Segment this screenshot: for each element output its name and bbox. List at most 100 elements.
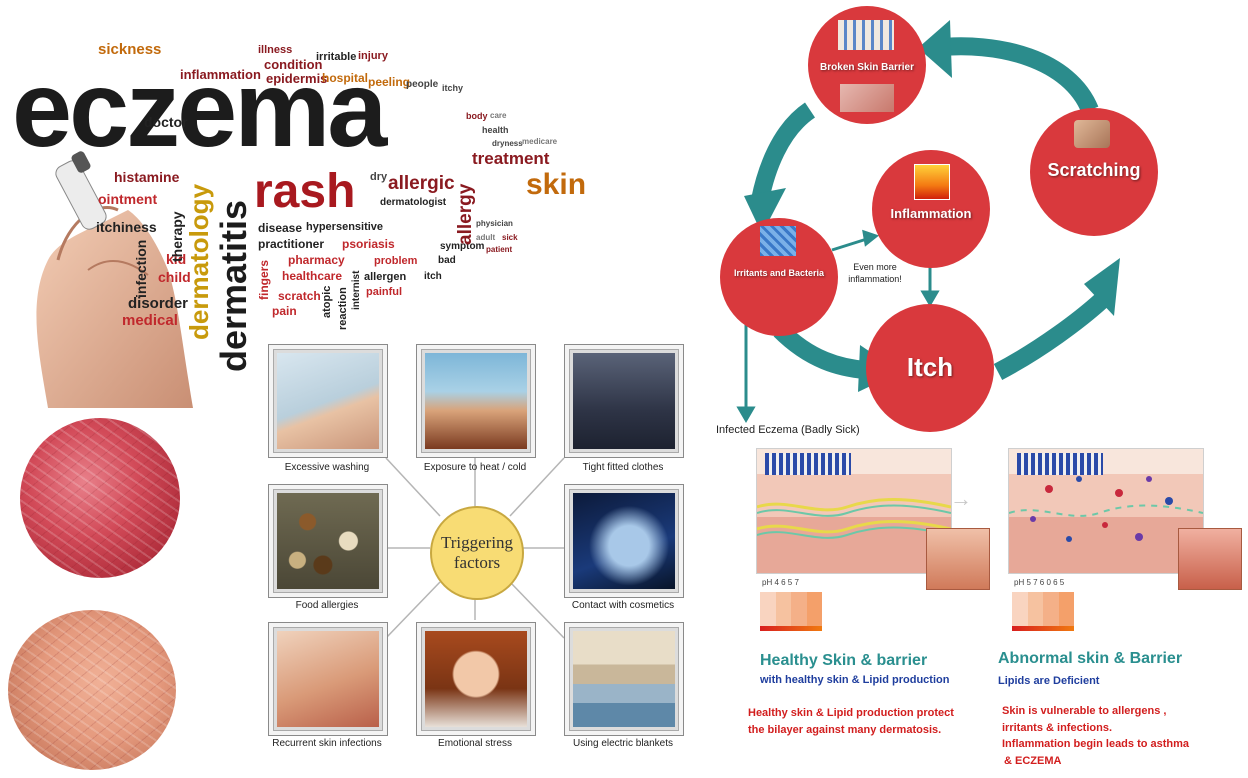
word-treatment: treatment — [472, 149, 550, 168]
word-epidermis: epidermis — [266, 71, 328, 86]
word-pain: pain — [272, 304, 297, 318]
abnormal-ph-scale — [1012, 592, 1074, 628]
cycle-irritants-bacteria: Irritants and Bacteria — [720, 218, 838, 336]
word-irritable: irritable — [316, 51, 357, 63]
word-itchiness: itchiness — [96, 219, 157, 235]
cosmetics-spray-image — [573, 493, 675, 589]
word-pharmacy: pharmacy — [288, 253, 345, 267]
word-child: child — [158, 269, 191, 285]
healthy-description: Healthy skin & Lipid production protect … — [748, 705, 954, 738]
stressed-woman-image — [425, 631, 527, 727]
word-peeling: peeling — [368, 75, 411, 89]
trigger-label-cosmetics: Contact with cosmetics — [571, 600, 675, 611]
abnormal-desc-line-2: irritants & infections. — [1002, 721, 1113, 734]
healthy-skin-block-icon — [926, 528, 990, 590]
word-skin: skin — [526, 168, 587, 201]
word-dryness: dryness — [492, 139, 523, 148]
abnormal-desc-line-1: Skin is vulnerable to allergens , — [1002, 705, 1167, 717]
hand-with-marker-image — [36, 151, 193, 408]
trigger-label-heat-cold: Exposure to heat / cold — [423, 462, 527, 473]
word-allergic: allergic — [388, 173, 455, 194]
skin-barrier-icon — [838, 20, 894, 50]
word-disorder: disorder — [128, 295, 189, 312]
word-rash: rash — [254, 165, 356, 218]
arrow-head-right — [1084, 258, 1120, 316]
beans-image — [277, 493, 379, 589]
word-healthcare: healthcare — [282, 269, 343, 283]
trigger-food-frame — [268, 484, 388, 598]
word-medicare: medicare — [522, 137, 558, 146]
trigger-label-blankets: Using electric blankets — [572, 738, 674, 749]
word-dermatology: dermatology — [184, 183, 214, 340]
word-itchy: itchy — [442, 83, 464, 93]
word-kid: kid — [166, 251, 187, 267]
healthy-ph-scale — [760, 592, 822, 628]
word-atopic: atopic — [321, 285, 333, 318]
irritants-label: Irritants and Bacteria — [733, 268, 825, 278]
word-psoriasis: psoriasis — [342, 237, 395, 251]
trigger-label-infections: Recurrent skin infections — [272, 738, 382, 749]
scratching-label: Scratching — [1047, 160, 1141, 180]
word-dermatitis: dermatitis — [213, 199, 254, 372]
word-painful: painful — [366, 286, 403, 298]
eczema-skin-closeup-image — [20, 418, 180, 578]
infected-eczema-label: Infected Eczema (Badly Sick) — [716, 424, 860, 436]
abnormal-subheading: Lipids are Deficient — [998, 675, 1100, 687]
healthy-lipid-bilayer-icon — [765, 453, 851, 475]
tight-jeans-image — [573, 353, 675, 449]
word-medical: medical — [122, 312, 178, 329]
word-condition: condition — [264, 57, 323, 72]
eczema-word-cloud: eczema sickness illness condition irrita… — [0, 0, 600, 408]
word-eczema: eczema — [12, 48, 387, 169]
cycle-scratching: Scratching — [1030, 108, 1158, 236]
word-reaction: reaction — [337, 287, 349, 330]
broken-barrier-label: Broken Skin Barrier — [820, 62, 914, 73]
scratching-hand-icon — [1074, 120, 1110, 148]
word-inflammation: inflammation — [180, 67, 261, 82]
abnormal-description: Skin is vulnerable to allergens , irrita… — [1002, 703, 1189, 769]
word-ointment: ointment — [98, 191, 158, 207]
abnormal-desc-line-3: Inflammation begin leads to asthma — [1002, 738, 1190, 750]
healthy-ph-color-bar — [760, 626, 822, 631]
even-more-line-1: Even more — [853, 262, 897, 272]
bacteria-icon — [760, 226, 796, 256]
washing-hands-image — [277, 353, 379, 449]
word-adult: adult — [476, 233, 496, 242]
triggering-factors-center: Triggering factors — [430, 506, 524, 600]
word-dermatologist: dermatologist — [380, 197, 447, 208]
trigger-stress-frame — [416, 622, 536, 736]
trigger-heat-cold-frame — [416, 344, 536, 458]
healthy-ph-label: pH 4 6 5 7 — [762, 578, 799, 587]
word-practitioner: practitioner — [258, 237, 325, 251]
even-more-line-2: inflammation! — [848, 273, 902, 284]
triggering-factors-diagram: Excessive washing Exposure to heat / col… — [258, 338, 694, 763]
word-symptom: symptom — [440, 241, 485, 252]
word-disease: disease — [258, 221, 303, 235]
healthy-subheading: with healthy skin & Lipid production — [760, 674, 950, 686]
word-histamine: histamine — [114, 169, 180, 185]
cycle-itch: Itch — [866, 304, 994, 432]
trigger-label-food: Food allergies — [295, 600, 359, 611]
word-people: people — [406, 79, 439, 90]
abnormal-desc-line-4: & ECZEMA — [1004, 754, 1062, 767]
word-doctor: doctor — [144, 114, 188, 130]
healthy-heading: Healthy Skin & barrier — [760, 652, 928, 669]
inflammation-label: Inflammation — [890, 206, 972, 221]
healthy-skin-diagram — [756, 448, 952, 574]
healthy-desc-line-2: the bilayer against many dermatosis. — [748, 723, 942, 736]
trigger-blankets-frame — [564, 622, 684, 736]
word-physician: physician — [476, 219, 513, 228]
center-line-2: factors — [453, 553, 501, 572]
abnormal-heading: Abnormal skin & Barrier — [998, 650, 1183, 667]
word-illness: illness — [258, 44, 293, 56]
trigger-label-stress: Emotional stress — [438, 738, 512, 749]
arrow-head-left — [744, 188, 786, 234]
trigger-connector-lines — [385, 457, 565, 639]
abnormal-skin-diagram — [1008, 448, 1204, 574]
word-sick: sick — [502, 233, 518, 242]
infected-hand-image — [277, 631, 379, 727]
abnormal-lipid-bilayer-icon — [1017, 453, 1103, 475]
word-infection: infection — [133, 239, 149, 298]
arrow-head-top — [918, 20, 952, 78]
word-fingers: fingers — [257, 259, 271, 300]
